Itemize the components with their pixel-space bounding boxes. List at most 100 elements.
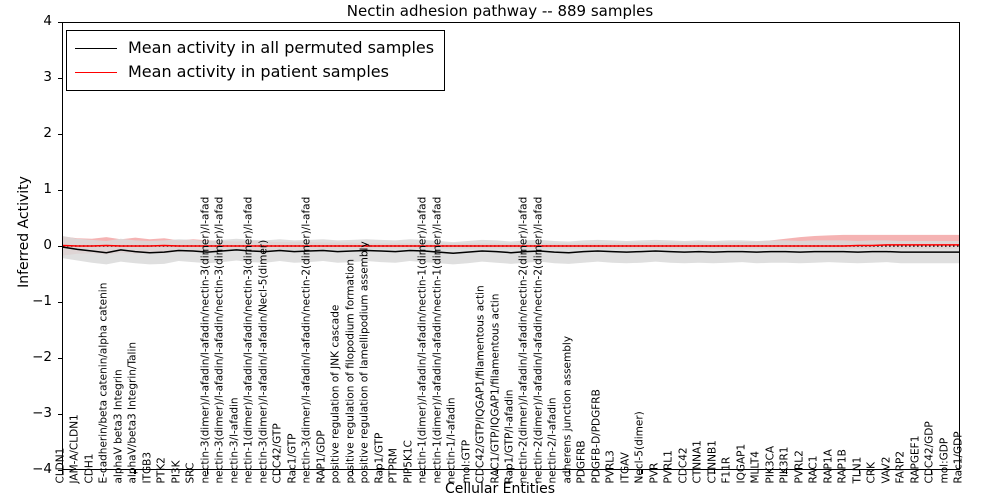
x-tick-label: ITGB3 [141,451,154,484]
x-tick-label: PTPRM [387,448,400,484]
x-tick-label: PVRL3 [604,450,617,484]
x-tick-label: nectin-1(dimer)/l-afadin/l-afadin/nectin… [416,196,429,484]
y-tick-label: −1 [32,293,52,309]
y-tick-mark [58,470,62,472]
x-tick-mark [568,470,571,474]
x-tick-label: CDH1 [83,453,96,484]
legend-line-patient [75,71,117,73]
x-tick-label: CLDN1 [54,447,67,484]
x-tick-mark [134,470,136,474]
x-tick-label: TLN1 [851,456,864,484]
y-tick-label: −3 [32,405,52,421]
x-tick-mark [713,470,715,474]
x-tick-mark [786,470,788,474]
y-tick-mark [58,22,62,24]
x-tick-label: mol:GTP [460,439,473,484]
x-tick-label: Rac1/GTP [286,433,299,484]
legend-entry-patient: Mean activity in patient samples [75,60,434,84]
x-tick-label: MLLT4 [749,451,762,484]
x-tick-mark [931,470,933,474]
x-tick-label: PDGFB-D/PDGFRB [590,389,603,484]
chart-title: Nectin adhesion pathway -- 889 samples [346,2,654,20]
y-tick-mark [58,134,62,136]
x-tick-label: mol:GDP [938,437,951,484]
x-tick-label: RAPGEF1 [909,435,922,484]
x-tick-label: nectin-1(dimer)/l-afadin/l-afadin/nectin… [242,196,255,484]
y-tick-label: 1 [43,181,52,197]
series-line-patient [63,244,959,247]
x-tick-label: Rac1/GDP [952,431,965,484]
y-tick-mark [58,358,62,360]
x-tick-mark [496,470,498,474]
x-tick-label: adherens junction assembly [561,335,574,484]
y-tick-mark [58,190,62,192]
y-tick-label: −4 [32,461,52,477]
x-tick-label: nectin-3(dimer)/l-afadin/l-afadin/nectin… [199,196,212,484]
x-tick-label: PTK2 [155,457,168,484]
x-tick-mark [351,470,353,474]
legend-line-permuted [75,47,117,49]
legend-label-permuted: Mean activity in all permuted samples [128,38,435,57]
x-tick-label: IQGAP1 [735,443,748,484]
x-tick-label: PIK3CA [764,445,777,484]
x-tick-mark [641,470,643,474]
x-tick-label: positive regulation of filopodium format… [344,258,357,484]
x-tick-label: Necl-5(dimer) [633,411,646,484]
x-tick-label: RAP1/GDP [315,430,328,484]
x-tick-label: nectin-3(dimer)/l-afadin/l-afadin/Necl-5… [257,239,270,484]
x-tick-label: RAC1/GTP/IQGAP1/filamentous actin [489,293,502,484]
x-tick-label: nectin-2(dimer)/l-afadin/l-afadin/nectin… [532,196,545,484]
x-axis-label: Cellular Entities [444,481,556,497]
x-tick-label: ITGAV [619,452,632,484]
y-tick-label: 0 [43,237,52,253]
x-tick-label: F11R [720,456,733,484]
x-tick-label: FARP2 [894,450,907,484]
x-tick-label: RAC1 [807,455,820,484]
x-tick-mark [424,470,426,474]
x-tick-label: positive regulation of lamellipodium ass… [358,241,371,484]
x-tick-label: CDC42/GDP [923,421,936,484]
x-tick-label: PDGFRB [575,440,588,484]
y-tick-mark [58,246,62,248]
x-tick-label: nectin-3/l-afadin [228,397,241,484]
y-tick-label: 2 [43,125,52,141]
plot-area [62,22,960,470]
x-tick-label: PVRL1 [662,450,675,484]
x-tick-label: RAP1B [836,449,849,484]
x-tick-mark [858,470,860,474]
x-tick-label: Rap1/GTP/l-afadin [503,389,516,484]
x-tick-mark [206,470,209,474]
x-tick-label: nectin-2(dimer)/l-afadin/l-afadin/nectin… [517,196,530,484]
x-tick-label: nectin-2/l-afadin [546,397,559,484]
y-tick-mark [58,302,62,304]
x-tick-label: positive regulation of JNK cascade [329,304,342,484]
y-tick-mark [58,414,62,416]
x-tick-label: PIK3R1 [778,446,791,484]
x-tick-label: nectin-3(dimer)/l-afadin/l-afadin/nectin… [300,196,313,484]
legend: Mean activity in all permuted samples Me… [66,30,446,91]
x-tick-label: VAV2 [880,456,893,484]
x-tick-label: E-cadherin/beta catenin/alpha catenin [97,282,110,484]
x-tick-label: nectin-1/l-afadin [445,397,458,484]
x-tick-label: PVRL2 [793,450,806,484]
x-tick-label: Rap1/GTP [373,432,386,484]
x-tick-label: CTNNB1 [706,440,719,484]
series-line-permuted [63,246,959,254]
y-tick-label: 3 [43,69,52,85]
x-tick-label: PIP5K1C [402,440,415,484]
x-tick-label: CTNNA1 [691,440,704,484]
legend-entry-permuted: Mean activity in all permuted samples [75,36,434,60]
plot-svg [63,234,959,265]
x-tick-label: RAP1A [822,449,835,484]
confidence-band-permuted [63,235,959,265]
y-tick-label: 4 [43,13,52,29]
x-tick-mark [62,470,64,474]
x-tick-label: nectin-3(dimer)/l-afadin/l-afadin/nectin… [213,196,226,484]
x-tick-label: JAM-A/CLDN1 [68,414,81,484]
x-tick-label: CDC42/GTP/IQGAP1/filamentous actin [474,285,487,484]
x-tick-mark [279,470,281,474]
x-tick-label: CDC42/GTP [271,423,284,484]
legend-label-patient: Mean activity in patient samples [128,62,389,81]
